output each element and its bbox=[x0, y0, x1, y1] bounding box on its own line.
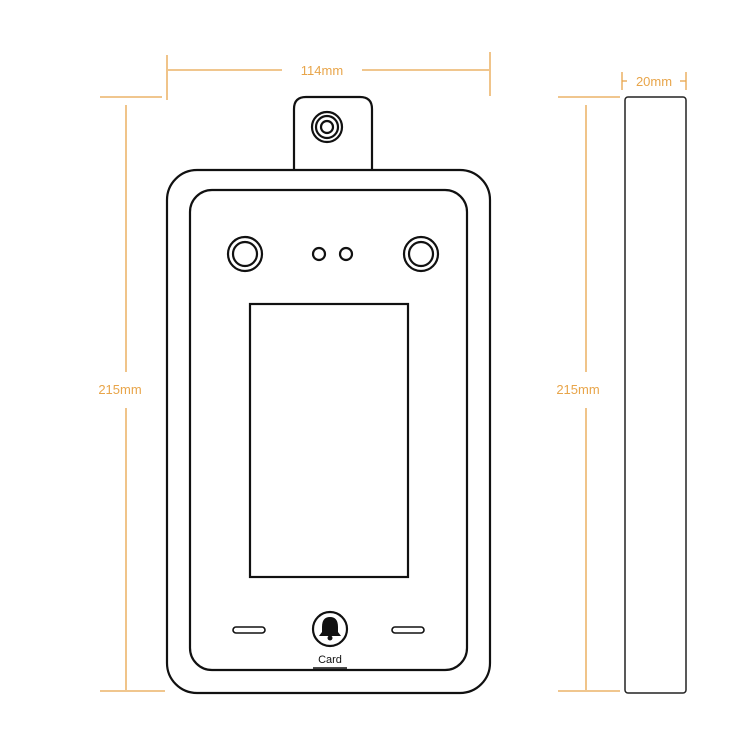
indicator-slot-right bbox=[391, 626, 425, 634]
mount-tab bbox=[292, 95, 374, 170]
card-label: Card bbox=[318, 654, 342, 666]
device-body bbox=[165, 168, 492, 695]
right-camera bbox=[402, 235, 440, 273]
width-label: 114mm bbox=[301, 63, 343, 78]
left-camera bbox=[226, 235, 264, 273]
sensor-dot bbox=[311, 246, 327, 262]
front-height-label: 215mm bbox=[98, 382, 141, 397]
front-height-dimension: 215mm bbox=[98, 96, 165, 692]
sensor-dot bbox=[338, 246, 354, 262]
side-view bbox=[624, 96, 687, 694]
indicator-slot-left bbox=[232, 626, 266, 634]
device-front-panel bbox=[188, 188, 469, 672]
depth-dimension: 20mm bbox=[621, 72, 687, 90]
bell-icon bbox=[311, 610, 349, 648]
depth-label: 20mm bbox=[636, 74, 672, 89]
width-dimension: 114mm bbox=[166, 52, 491, 100]
screen bbox=[248, 302, 410, 579]
side-height-label: 215mm bbox=[556, 382, 599, 397]
side-height-dimension: 215mm bbox=[556, 96, 620, 692]
